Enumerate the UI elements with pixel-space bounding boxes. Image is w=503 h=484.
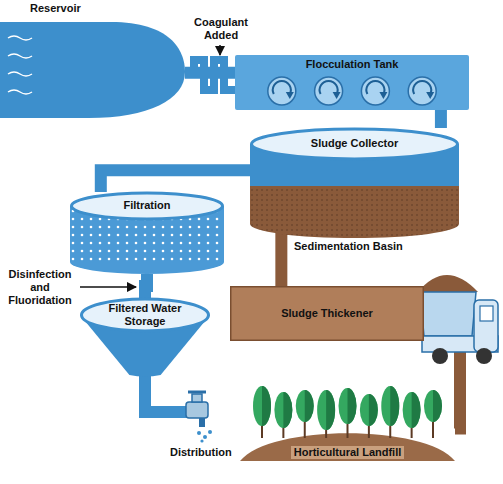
swirl-head — [379, 92, 387, 99]
mixing-paddle — [268, 77, 296, 105]
wave — [8, 90, 32, 94]
text-slot: Filtered Water Storage — [88, 302, 202, 328]
pipe — [101, 170, 250, 192]
tree-shade — [283, 392, 292, 428]
node-text: Sludge Collector — [250, 137, 459, 150]
text-slot: Sedimentation Basin — [294, 240, 403, 253]
truck-bed — [420, 292, 476, 336]
node-text: Filtered Water Storage — [88, 302, 202, 328]
tree-crown — [274, 392, 292, 428]
sludge-heap — [418, 275, 478, 292]
mixer-pipe — [186, 60, 236, 90]
reservoir: Reservoir — [0, 2, 185, 120]
pipe — [435, 110, 447, 128]
truck-cab — [474, 300, 498, 352]
node-text: Horticultural Landfill — [291, 446, 405, 459]
reservoir-water — [0, 22, 185, 118]
water-drop — [200, 439, 203, 442]
water-drop — [203, 435, 207, 439]
tree-shade — [369, 394, 378, 426]
water-drop — [208, 430, 212, 434]
tap-body — [186, 402, 208, 418]
label-slot: Distribution — [170, 446, 232, 459]
node-text: Filtration — [70, 199, 224, 212]
wave — [8, 54, 32, 58]
text-slot: Sludge Collector — [250, 137, 459, 150]
tree-shade — [305, 390, 314, 422]
text-slot: Horticultural Landfill — [240, 442, 455, 460]
storage-funnel: Filtered Water Storage — [80, 298, 210, 378]
tree-trunk — [432, 420, 434, 438]
additive-label: Coagulant Added — [187, 16, 255, 42]
outlet-label: Distribution — [170, 446, 232, 459]
tap-stem — [192, 394, 202, 402]
label-slot: Disinfection and Fluoridation — [2, 268, 78, 307]
mixing-paddle — [315, 77, 343, 105]
text-slot: Flocculation Tank — [235, 58, 469, 71]
filtration-tank: Filtration — [70, 192, 224, 274]
truck-window — [480, 306, 493, 321]
label-slot: Coagulant Added — [187, 16, 255, 42]
tree-trunk — [368, 424, 370, 438]
tree-shade — [348, 388, 357, 424]
truck-wheel — [432, 348, 448, 364]
tree-crown — [403, 392, 421, 428]
water-drop — [197, 431, 201, 435]
sedimentation-tank: Sludge CollectorSedimentation Basin — [250, 128, 459, 256]
mixing-paddle — [408, 77, 436, 105]
flocculation-tank: Flocculation Tank — [235, 55, 469, 110]
tree-crown — [424, 390, 442, 422]
wave — [8, 72, 32, 76]
additive-label: Disinfection and Fluoridation — [2, 268, 78, 307]
coagulant-arrow — [219, 45, 221, 55]
tank-body — [235, 55, 469, 110]
tree-crown — [360, 394, 378, 426]
tree-trunk — [261, 424, 263, 438]
landfill: Horticultural Landfill — [240, 380, 455, 461]
tree-crown — [317, 390, 335, 430]
pipe — [145, 274, 147, 298]
tree-shade — [412, 392, 421, 428]
disinfection-arrow — [80, 286, 136, 288]
tree-shade — [433, 390, 442, 422]
node-outline — [0, 2, 185, 120]
tree-crown — [253, 386, 271, 426]
tap-spout — [199, 418, 205, 427]
tree-shade — [262, 386, 271, 426]
tree-crown — [339, 388, 357, 424]
truck-wheel — [476, 348, 492, 364]
distribution-pipe — [145, 376, 188, 412]
tap-handle — [188, 391, 206, 394]
node-text: Reservoir — [30, 2, 81, 15]
swirl-head — [286, 92, 294, 99]
swirl-head — [333, 92, 341, 99]
text-slot: Reservoir — [30, 2, 81, 15]
sludge-layer — [250, 186, 459, 224]
tree-trunk — [304, 420, 306, 438]
funnel-top — [82, 299, 209, 331]
node-text: Sludge Thickener — [230, 307, 424, 320]
node-text: Sedimentation Basin — [294, 240, 403, 253]
node-text: Flocculation Tank — [235, 58, 469, 71]
text-slot: Sludge Thickener — [230, 307, 424, 320]
sludge-thickener: Sludge Thickener — [230, 286, 424, 341]
wave — [8, 36, 32, 40]
swirl-head — [426, 92, 434, 99]
tree-shade — [390, 386, 399, 426]
text-slot: Filtration — [70, 199, 224, 212]
tree-crown — [296, 390, 314, 422]
tree-trunk — [347, 422, 349, 438]
thickener-body — [231, 287, 424, 341]
tree-crown — [381, 386, 399, 426]
pipe — [275, 256, 287, 286]
mixing-paddle — [361, 77, 389, 105]
tree-shade — [326, 390, 335, 430]
tree-trunk — [389, 424, 391, 438]
